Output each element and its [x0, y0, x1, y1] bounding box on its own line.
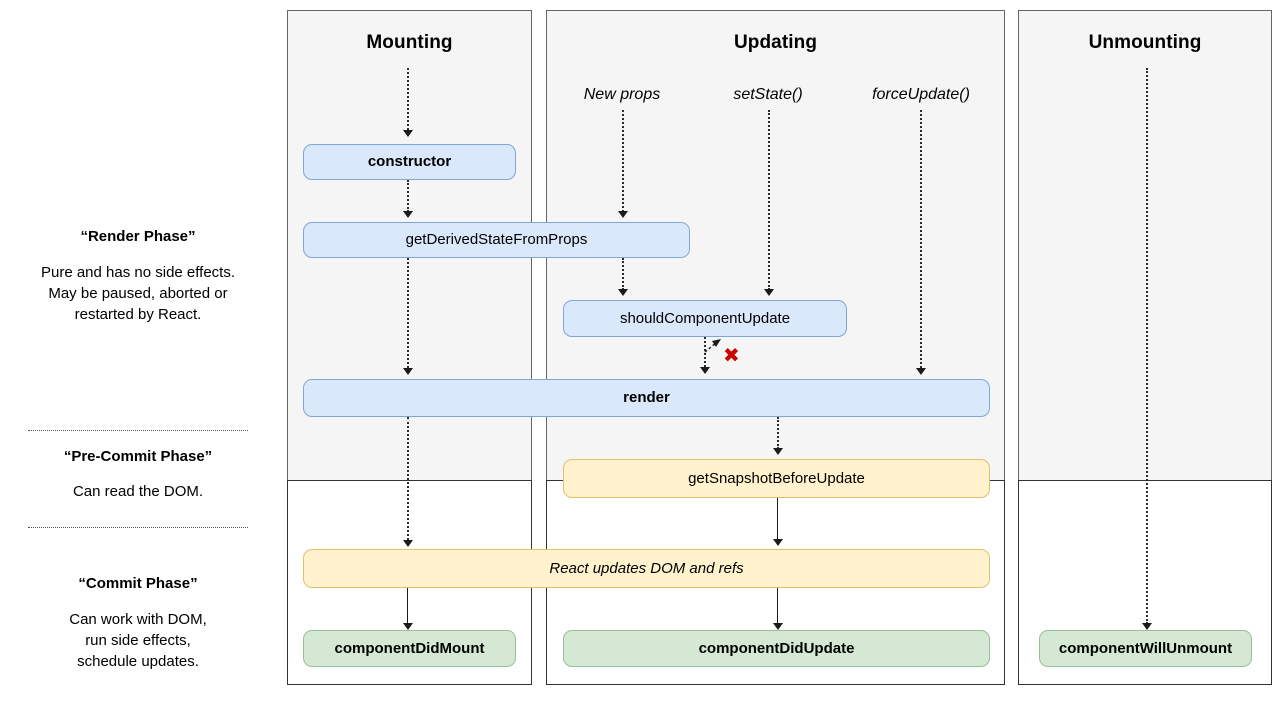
node-constructor-label: constructor: [367, 153, 452, 170]
flow-line-unmounting-entry: [1146, 68, 1148, 624]
flow-arrow-to-did-mount: [403, 623, 413, 630]
node-component-did-update-label: componentDidUpdate: [698, 639, 855, 657]
flow-arrow-to-will-unmount: [1142, 623, 1152, 630]
flow-arrow-new-props-to-gdsfp: [618, 211, 628, 218]
flow-line-render-to-dom-mounting: [407, 417, 409, 540]
node-should-component-update[interactable]: shouldComponentUpdate: [563, 300, 847, 337]
node-component-did-update[interactable]: componentDidUpdate: [563, 630, 990, 667]
node-react-updates-dom-and-refs[interactable]: React updates DOM and refs: [303, 549, 990, 588]
phase-legend: “Render Phase” Pure and has no side effe…: [0, 0, 276, 701]
legend-pre-commit-phase: “Pre-Commit Phase” Can read the DOM.: [0, 448, 276, 520]
flow-arrow-force-update-to-render: [916, 368, 926, 375]
flow-arrow-to-scu-from-gdsfp: [618, 289, 628, 296]
flow-arrow-to-snapshot: [773, 448, 783, 455]
node-constructor[interactable]: constructor: [303, 144, 516, 180]
flow-line-constructor-to-gdsfp: [407, 180, 409, 212]
column-mounting-title: Mounting: [366, 32, 453, 53]
column-mounting: Mounting: [287, 10, 532, 70]
node-get-snapshot-before-update[interactable]: getSnapshotBeforeUpdate: [563, 459, 990, 498]
trigger-force-update-label: forceUpdate(): [872, 86, 970, 103]
trigger-new-props-label: New props: [583, 86, 661, 103]
flow-line-render-to-snapshot: [777, 417, 779, 449]
column-unmounting-title: Unmounting: [1088, 32, 1202, 53]
node-get-derived-state-from-props[interactable]: getDerivedStateFromProps: [303, 222, 690, 258]
flow-arrow-to-gdsfp-mounting: [403, 211, 413, 218]
column-unmounting-render-section: [1018, 10, 1272, 480]
legend-commit-phase-description: Can work with DOM, run side effects, sch…: [69, 611, 207, 670]
node-render-label: render: [623, 389, 670, 406]
flow-arrow-to-dom-mounting: [403, 540, 413, 547]
legend-pre-commit-phase-description: Can read the DOM.: [72, 483, 204, 500]
flow-line-set-state: [768, 110, 770, 290]
legend-divider-bottom: [28, 527, 248, 528]
legend-render-phase-description: Pure and has no side effects. May be pau…: [40, 264, 236, 323]
flow-arrow-to-did-update: [773, 623, 783, 630]
node-render[interactable]: render: [303, 379, 990, 417]
flow-line-gdsfp-to-scu: [622, 258, 624, 290]
column-updating: Updating: [546, 10, 1005, 70]
flow-arrow-to-render-mounting: [403, 368, 413, 375]
column-updating-title: Updating: [733, 32, 818, 53]
legend-commit-phase-title: “Commit Phase”: [78, 575, 198, 592]
node-component-did-mount-label: componentDidMount: [334, 639, 485, 657]
legend-pre-commit-phase-title: “Pre-Commit Phase”: [63, 448, 213, 465]
legend-commit-phase: “Commit Phase” Can work with DOM, run si…: [0, 575, 276, 685]
trigger-set-state-label: setState(): [733, 86, 803, 103]
flow-line-scu-to-render: [704, 337, 706, 367]
flow-line-new-props: [622, 110, 624, 212]
flow-line-dom-to-did-mount: [407, 588, 408, 624]
flow-arrow-set-state-to-scu: [764, 289, 774, 296]
flow-line-snapshot-to-dom: [777, 498, 778, 540]
legend-render-phase-title: “Render Phase”: [80, 228, 196, 245]
node-get-snapshot-before-update-label: getSnapshotBeforeUpdate: [688, 469, 865, 487]
node-react-updates-dom-and-refs-label: React updates DOM and refs: [549, 559, 744, 577]
node-get-derived-state-from-props-label: getDerivedStateFromProps: [405, 231, 588, 248]
column-unmounting: Unmounting: [1018, 10, 1272, 70]
node-component-will-unmount-label: componentWillUnmount: [1058, 639, 1233, 657]
flow-line-gdsfp-to-render-mounting: [407, 258, 409, 368]
node-component-did-mount[interactable]: componentDidMount: [303, 630, 516, 667]
skip-render-cross-icon: ✖: [723, 343, 740, 367]
legend-render-phase: “Render Phase” Pure and has no side effe…: [0, 228, 276, 323]
node-component-will-unmount[interactable]: componentWillUnmount: [1039, 630, 1252, 667]
flow-line-mounting-entry: [407, 68, 409, 130]
node-should-component-update-label: shouldComponentUpdate: [619, 309, 791, 327]
flow-arrow-to-render-updating: [700, 367, 710, 374]
flow-line-force-update: [920, 110, 922, 368]
flow-arrow-to-constructor: [403, 130, 413, 137]
flow-line-dom-to-did-update: [777, 588, 778, 624]
flow-arrow-to-dom-updating: [773, 539, 783, 546]
legend-divider-top: [28, 430, 248, 431]
